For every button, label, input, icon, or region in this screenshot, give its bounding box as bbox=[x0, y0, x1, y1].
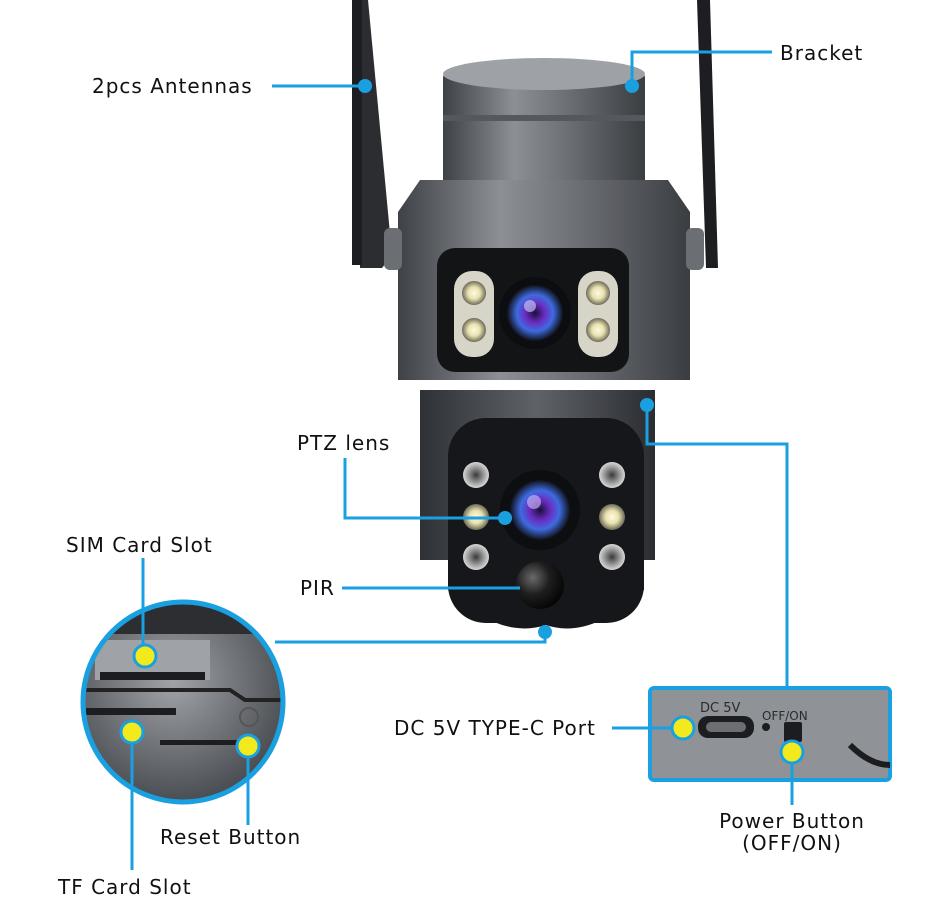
label-pir: PIR bbox=[300, 576, 335, 600]
label-antennas: 2pcs Antennas bbox=[92, 74, 253, 98]
callout-dots bbox=[358, 79, 654, 639]
label-power-line1: Power Button bbox=[719, 809, 865, 833]
label-sim-slot: SIM Card Slot bbox=[66, 533, 213, 557]
antenna-right bbox=[697, 0, 718, 268]
label-bracket: Bracket bbox=[780, 41, 864, 65]
bracket-cylinder bbox=[443, 58, 645, 190]
label-power-line2: (OFF/ON) bbox=[742, 831, 842, 855]
slot-detail-zoom bbox=[80, 599, 286, 805]
label-dc-port: DC 5V TYPE-C Port bbox=[394, 716, 596, 740]
fixed-lens bbox=[499, 277, 571, 349]
ptz-lens bbox=[500, 470, 580, 550]
pir-sensor bbox=[516, 561, 564, 609]
antenna-left bbox=[352, 0, 392, 268]
label-tf-slot: TF Card Slot bbox=[58, 875, 192, 899]
label-power: Power Button (OFF/ON) bbox=[712, 810, 872, 854]
panel-offon-text: OFF/ON bbox=[762, 709, 808, 723]
power-panel-zoom bbox=[648, 686, 892, 782]
label-ptz-lens: PTZ lens bbox=[297, 431, 391, 455]
upper-led-right bbox=[578, 271, 618, 357]
upper-led-left bbox=[454, 271, 494, 357]
label-reset: Reset Button bbox=[160, 825, 302, 849]
yellow-markers bbox=[119, 643, 805, 765]
panel-dc5v-text: DC 5V bbox=[700, 701, 741, 716]
